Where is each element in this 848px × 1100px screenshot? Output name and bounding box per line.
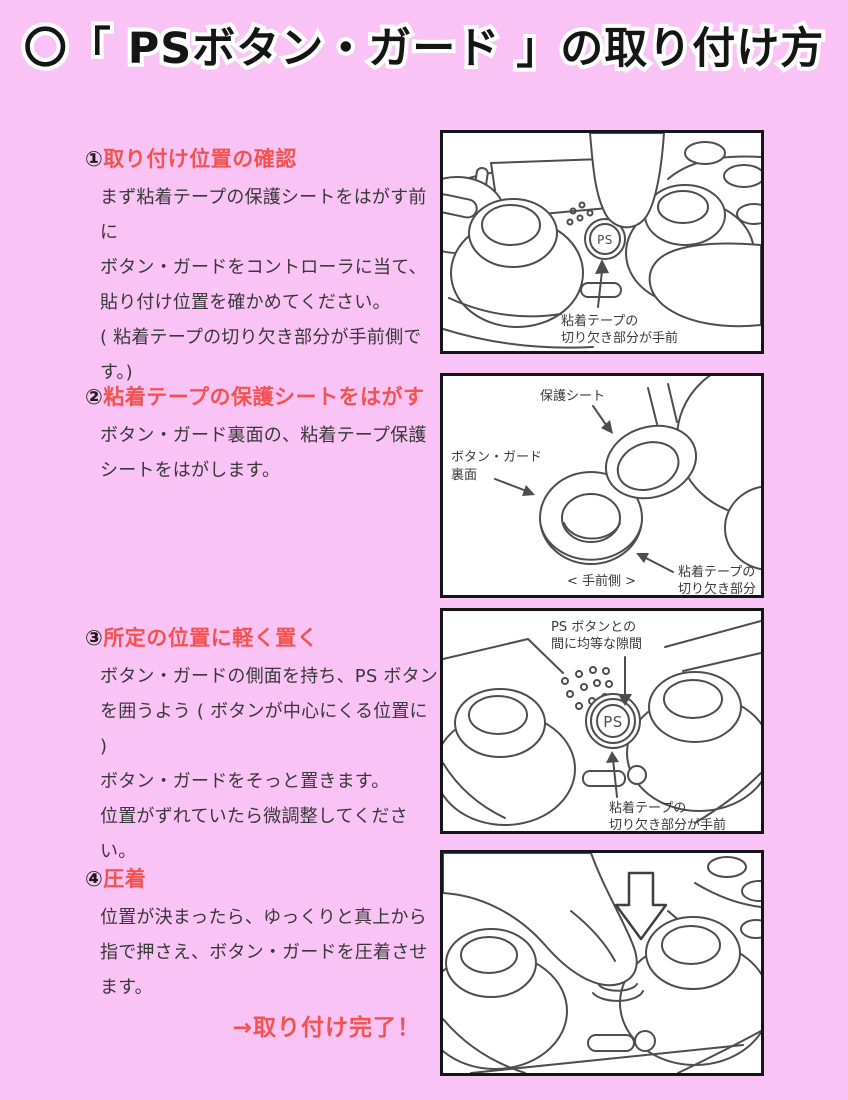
guard-positioning-illustration: PS PS ボタンとの 間に均等な隙間 粘着テープの 切り欠き部分が手前 [443, 620, 761, 831]
arrow-icon [601, 420, 613, 434]
page-title: 〇「 PSボタン・ガード 」の取り付け方 [20, 20, 827, 78]
fig2-label-front-side: < 手前側 > [567, 573, 636, 589]
step-3-title: 所定の位置に軽く置く [103, 626, 319, 650]
step-2-heading: ②粘着テープの保護シートをはがす [85, 381, 439, 411]
step-3-heading: ③所定の位置に軽く置く [85, 622, 439, 652]
fig1-caption-line2: 切り欠き部分が手前 [561, 330, 678, 346]
press-down-illustration [443, 853, 761, 1073]
figure-step-4 [440, 850, 764, 1076]
body-line: まず粘着テープの保護シートをはがす前に [100, 187, 427, 243]
controller-placement-illustration: PS 粘着テープの 切り欠き部分が手前 [443, 133, 761, 349]
body-line: ( 粘着テープの切り欠き部分が手前側です。) [100, 327, 422, 383]
body-line: を囲うよう ( ボタンが中心にくる位置に ) [100, 701, 428, 757]
body-line: ボタン・ガード裏面の、粘着テープ保護 [100, 425, 427, 446]
figure-step-3: PS PS ボタンとの 間に均等な隙間 粘着テープの 切り欠き部分が手前 [440, 608, 764, 834]
arrow-down-icon [618, 694, 632, 706]
fig2-label-back-line1: ボタン・ガード [451, 450, 542, 465]
protective-sheet-drawing [604, 424, 698, 500]
body-line: 指で押さえ、ボタン・ガードを圧着させ [100, 942, 428, 963]
fig3-label-notch-line2: 切り欠き部分が手前 [609, 817, 726, 831]
step-4-number: ④ [85, 867, 104, 891]
step-4-heading: ④圧着 [85, 863, 439, 893]
press-down-arrow-icon [614, 871, 668, 941]
fig2-label-notch-line1: 粘着テープの [678, 564, 755, 580]
step-1-body: まず粘着テープの保護シートをはがす前に ボタン・ガードをコントローラに当て、 貼… [85, 180, 439, 390]
fig2-label-back-line2: 裏面 [451, 468, 477, 483]
arrow-up-icon [595, 259, 609, 274]
step-4-body: 位置が決まったら、ゆっくりと真上から 指で押さえ、ボタン・ガードを圧着させ ます… [85, 900, 439, 1005]
fig3-label-gap-line2: 間に均等な隙間 [551, 636, 642, 652]
body-line: ボタン・ガードをそっと置きます。 [100, 771, 390, 792]
step-2-number: ② [85, 385, 104, 409]
button-guard-ring-drawing [539, 471, 643, 565]
body-line: ボタン・ガードの側面を持ち、PS ボタン [100, 666, 439, 687]
body-line: 位置がずれていたら微調整してください。 [100, 806, 408, 862]
figure-step-1: PS 粘着テープの 切り欠き部分が手前 [440, 130, 764, 354]
thumb-drawing [648, 242, 761, 328]
step-3-number: ③ [85, 626, 104, 650]
step-2-title: 粘着テープの保護シートをはがす [103, 385, 425, 409]
step-1-number: ① [85, 147, 104, 171]
step-2-body: ボタン・ガード裏面の、粘着テープ保護 シートをはがします。 [85, 418, 439, 488]
figure-step-2: 保護シート ボタン・ガード 裏面 < 手前側 > 粘着テープの 切り欠き部分 [440, 373, 764, 598]
completion-note: →取り付け完了！ [232, 1015, 421, 1041]
step-1-heading: ①取り付け位置の確認 [85, 143, 439, 173]
step-4-text: ④圧着 位置が決まったら、ゆっくりと真上から 指で押さえ、ボタン・ガードを圧着さ… [85, 863, 439, 1005]
sheet-peel-illustration: 保護シート ボタン・ガード 裏面 < 手前側 > 粘着テープの 切り欠き部分 [451, 376, 761, 595]
step-4-title: 圧着 [103, 867, 147, 891]
arrow-icon [636, 553, 649, 563]
fig3-label-gap-line1: PS ボタンとの [551, 620, 636, 635]
body-line: シートをはがします。 [100, 460, 281, 481]
body-line: ます。 [100, 977, 153, 998]
step-1-text: ①取り付け位置の確認 まず粘着テープの保護シートをはがす前に ボタン・ガードをコ… [85, 143, 439, 390]
step-1-title: 取り付け位置の確認 [103, 147, 297, 171]
arrow-icon [522, 485, 535, 496]
finger-drawing [589, 133, 665, 229]
body-line: 位置が決まったら、ゆっくりと真上から [100, 907, 427, 928]
fig3-label-notch-line1: 粘着テープの [609, 800, 686, 816]
ps-button-label: PS [597, 233, 613, 247]
step-2-text: ②粘着テープの保護シートをはがす ボタン・ガード裏面の、粘着テープ保護 シートを… [85, 381, 439, 488]
fig2-label-notch-line2: 切り欠き部分 [678, 581, 756, 595]
fig1-caption-line1: 粘着テープの [561, 313, 638, 329]
arrow-up-icon [606, 751, 619, 763]
step-3-body: ボタン・ガードの側面を持ち、PS ボタン を囲うよう ( ボタンが中心にくる位置… [85, 659, 439, 869]
ps-button-label: PS [603, 713, 623, 731]
step-3-text: ③所定の位置に軽く置く ボタン・ガードの側面を持ち、PS ボタン を囲うよう (… [85, 622, 439, 869]
body-line: 貼り付け位置を確かめてください。 [100, 292, 391, 313]
body-line: ボタン・ガードをコントローラに当て、 [100, 257, 427, 278]
finger-drawing [443, 853, 638, 987]
fig2-label-sheet: 保護シート [540, 388, 605, 404]
